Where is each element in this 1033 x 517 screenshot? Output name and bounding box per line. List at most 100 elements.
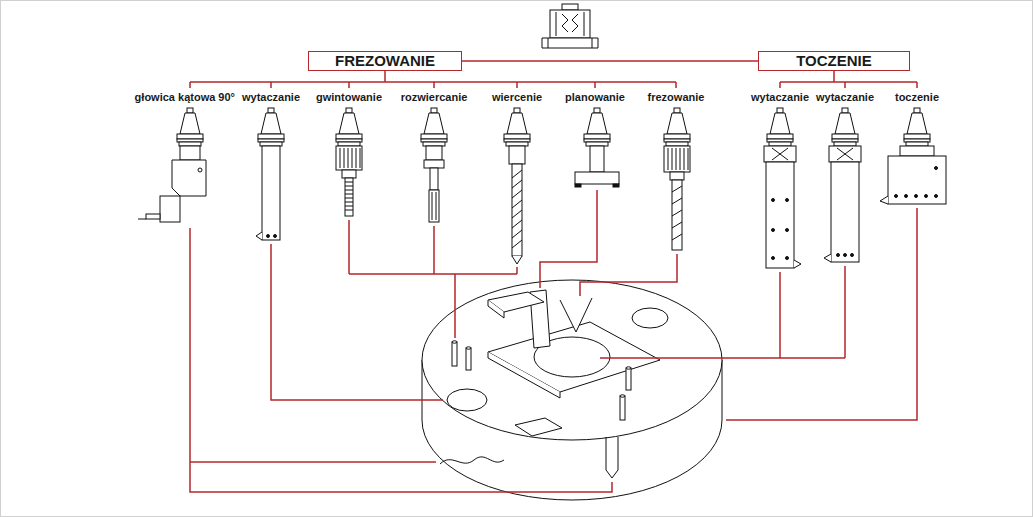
- turning-tool: [935, 167, 938, 170]
- face-mill-tool: [590, 146, 604, 172]
- boring-head-tool: [794, 260, 801, 268]
- workpiece: [620, 396, 625, 420]
- turning-tool: [880, 108, 946, 204]
- leader-line: [349, 220, 517, 338]
- tapping-tool: [336, 108, 362, 146]
- drilling-tool: [504, 108, 530, 146]
- category-box: TOCZENIE: [758, 51, 910, 71]
- modular-holder-icon: [550, 10, 590, 38]
- face-mill-tool: [575, 108, 619, 187]
- leader-line: [271, 244, 443, 400]
- angle-head-tool: [198, 168, 202, 172]
- workpiece: [466, 348, 471, 370]
- boring-head-tool: [786, 257, 789, 260]
- operation-label: głowica kątowa 90°: [134, 91, 236, 104]
- boring-head-tool: [772, 148, 788, 160]
- angle-head-tool: [138, 108, 206, 222]
- operation-label: planowanie: [564, 91, 626, 104]
- boring-head-tool: [772, 229, 775, 232]
- workpiece: [626, 367, 631, 369]
- turning-tool: [880, 196, 888, 204]
- drilling-tool: [512, 164, 522, 256]
- face-mill-tool: [584, 108, 610, 146]
- tapping-tool: [336, 146, 362, 170]
- workpiece: [606, 437, 618, 478]
- boring-bar-tool: [274, 235, 277, 238]
- face-mill-tool: [575, 184, 581, 187]
- end-mill-tool: [664, 108, 690, 146]
- face-mill-tool: [613, 184, 619, 187]
- boring-bar-tool: [256, 108, 284, 240]
- boring-head-tool: [844, 254, 847, 257]
- boring-bar-tool: [262, 146, 280, 240]
- end-mill-tool: [664, 108, 690, 250]
- workpiece: [626, 368, 631, 390]
- workpiece: [452, 341, 457, 343]
- tapping-tool: [342, 170, 356, 178]
- angle-head-tool: [177, 108, 203, 146]
- reaming-tool: [421, 108, 447, 222]
- turning-tool: [905, 195, 908, 198]
- workpiece: [560, 298, 592, 332]
- boring-bar-tool: [258, 108, 284, 146]
- boring-head-tool: [764, 146, 796, 162]
- turning-tool: [904, 108, 930, 146]
- reaming-tool: [430, 168, 438, 190]
- boring-head-tool: [829, 146, 861, 162]
- operation-label: wytaczanie: [241, 91, 301, 104]
- end-mill-tool: [672, 186, 682, 240]
- angle-head-tool: [146, 214, 160, 219]
- workpiece: [422, 280, 722, 500]
- operation-label: gwintowanie: [315, 91, 383, 104]
- operation-label: frezowanie: [647, 91, 706, 104]
- operation-label: wiercenie: [491, 91, 543, 104]
- leader-line: [580, 254, 677, 296]
- boring-head-tool: [764, 108, 801, 268]
- workpiece: [620, 395, 625, 397]
- boring-bar-tool: [267, 235, 270, 238]
- reaming-tool: [424, 160, 444, 168]
- operation-label: wytaczanie: [815, 91, 875, 104]
- tapping-tool: [336, 108, 362, 216]
- modular-holder-icon: [542, 4, 598, 48]
- leader-line: [190, 461, 436, 463]
- operation-label: wytaczanie: [750, 91, 810, 104]
- workpiece: [488, 300, 504, 318]
- leader-line: [600, 266, 845, 358]
- boring-head-tool: [772, 257, 775, 260]
- tapping-tool: [345, 178, 353, 216]
- reaming-tool: [421, 108, 447, 146]
- reaming-tool: [429, 190, 439, 222]
- workpiece: [488, 322, 660, 392]
- modular-holder-icon: [556, 12, 584, 36]
- leader-line: [190, 190, 917, 492]
- end-mill-tool: [672, 180, 682, 250]
- drilling-tool: [504, 108, 530, 264]
- operation-label: rozwiercanie: [400, 91, 469, 104]
- boring-head-tool: [772, 199, 775, 202]
- boring-head-tool: [786, 199, 789, 202]
- turning-tool: [888, 156, 946, 204]
- category-box: FREZOWANIE: [308, 51, 462, 71]
- modular-holder-icon: [562, 4, 578, 10]
- boring-bar-tool: [256, 232, 262, 240]
- turning-tool: [935, 195, 938, 198]
- operation-label: toczenie: [894, 91, 940, 104]
- turning-tool: [925, 195, 928, 198]
- bracket-line: [190, 70, 676, 88]
- angle-head-tool: [138, 219, 146, 220]
- angle-head-tool: [172, 160, 206, 196]
- reaming-tool: [426, 146, 442, 160]
- modular-holder-icon: [548, 38, 592, 48]
- end-mill-tool: [670, 172, 684, 180]
- workpiece: [422, 280, 722, 440]
- drilling-tool: [512, 256, 522, 264]
- leader-line: [726, 208, 917, 420]
- leader-line: [190, 228, 612, 492]
- boring-head-tool: [832, 108, 858, 146]
- reaming-tool: [432, 192, 436, 220]
- workpiece: [632, 308, 668, 328]
